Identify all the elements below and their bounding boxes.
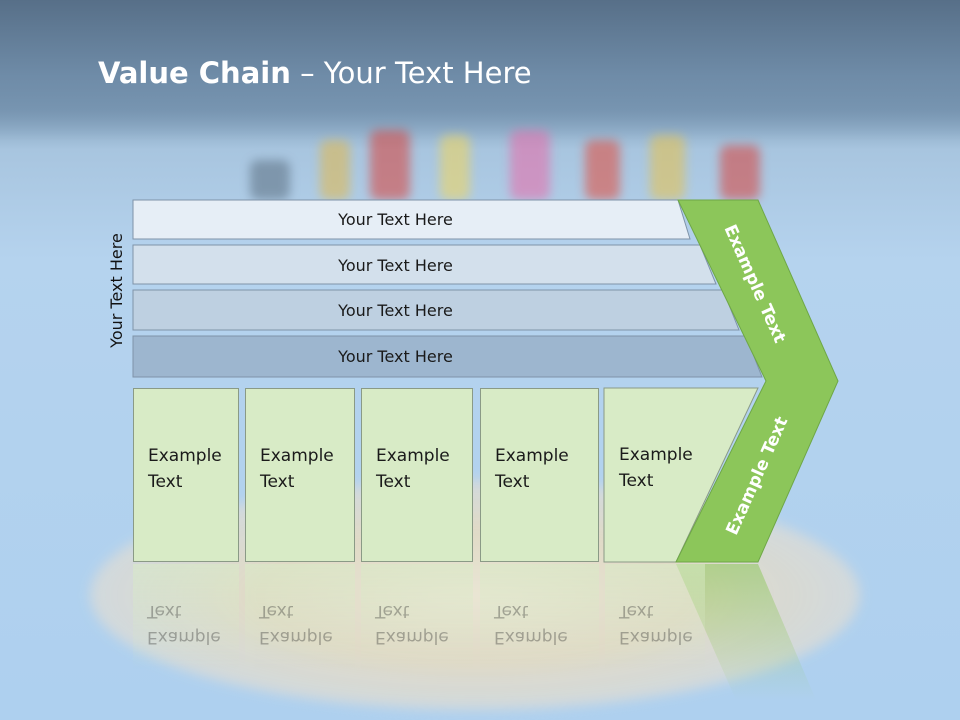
row-4: Your Text Here — [133, 337, 678, 375]
column-1: Example Text — [133, 388, 239, 562]
chevron-reflection — [676, 564, 816, 700]
row-3: Your Text Here — [133, 291, 678, 329]
column-2-label: Example Text — [260, 446, 334, 492]
chevron-shape — [675, 199, 839, 563]
column-4: Example Text — [480, 388, 599, 562]
chevron-upper-label: Example Text — [720, 222, 790, 346]
background-candles — [240, 130, 800, 240]
row-shape-2 — [132, 244, 717, 285]
title-band — [0, 0, 960, 140]
column-4-label: Example Text — [495, 446, 569, 492]
chevron-lower-label: Example Text — [722, 414, 792, 538]
row-2: Your Text Here — [133, 246, 678, 284]
column-3-label: Example Text — [376, 446, 450, 492]
column-3: Example Text — [361, 388, 473, 562]
row-3-label: Your Text Here — [338, 300, 453, 320]
column-2: Example Text — [245, 388, 355, 562]
slide-title-rest: – Your Text Here — [290, 56, 532, 90]
row-4-label: Your Text Here — [338, 346, 453, 366]
slide-title-bold: Value Chain — [98, 56, 291, 90]
row-1-label: Your Text Here — [338, 209, 453, 229]
slide-title: Value Chain – Your Text Here — [98, 56, 532, 90]
column-1-label: Example Text — [148, 446, 222, 492]
column-5: Example Text — [605, 388, 705, 562]
row-shape-4 — [132, 335, 763, 378]
row-1: Your Text Here — [133, 200, 678, 238]
row-2-label: Your Text Here — [338, 255, 453, 275]
column-5-label: Example Text — [619, 445, 693, 491]
row-shape-1 — [132, 199, 691, 240]
row-shape-3 — [132, 289, 740, 331]
